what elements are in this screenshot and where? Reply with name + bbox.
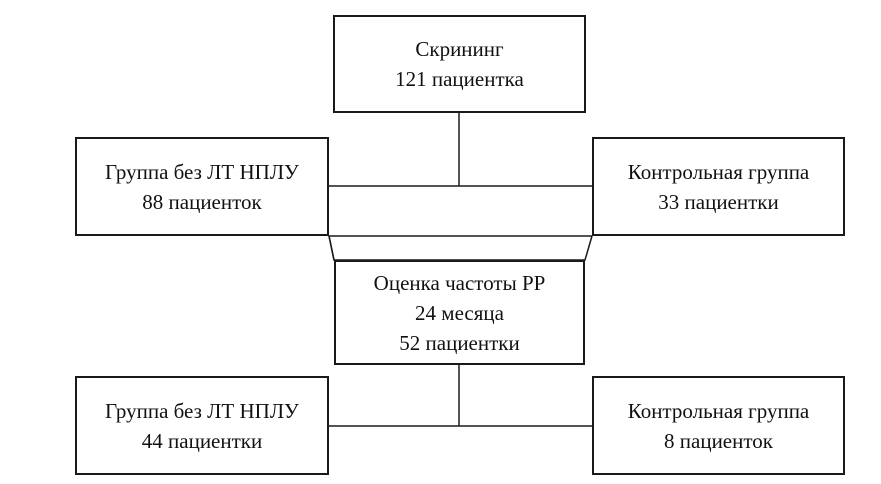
recurrence-evaluation-count: 52 пациентки bbox=[399, 330, 520, 355]
connector-funnel bbox=[328, 235, 593, 261]
followup-group-without-radiotherapy-count: 44 пациентки bbox=[141, 428, 263, 453]
recurrence-evaluation-period: 24 месяца bbox=[415, 300, 504, 325]
screening-box: Скрининг 121 пациентка bbox=[333, 15, 586, 113]
control-group-title: Контрольная группа bbox=[627, 159, 810, 184]
group-without-radiotherapy-box: Группа без ЛТ НПЛУ 88 пациенток bbox=[75, 137, 329, 236]
recurrence-evaluation-box: Оценка частоты РР 24 месяца 52 пациентки bbox=[334, 260, 585, 365]
screening-count: 121 пациентка bbox=[395, 67, 524, 91]
control-group-count: 33 пациентки bbox=[658, 189, 779, 214]
group-without-radiotherapy-count: 88 пациенток bbox=[142, 189, 262, 214]
control-group-box: Контрольная группа 33 пациентки bbox=[592, 137, 845, 236]
recurrence-evaluation-title: Оценка частоты РР bbox=[373, 270, 546, 295]
group-without-radiotherapy-title: Группа без ЛТ НПЛУ bbox=[105, 159, 299, 184]
followup-control-group-box: Контрольная группа 8 пациенток bbox=[592, 376, 845, 475]
followup-control-group-title: Контрольная группа bbox=[627, 398, 810, 423]
followup-group-without-radiotherapy-box: Группа без ЛТ НПЛУ 44 пациентки bbox=[75, 376, 329, 475]
followup-control-group-count: 8 пациенток bbox=[664, 428, 773, 453]
followup-group-without-radiotherapy-title: Группа без ЛТ НПЛУ bbox=[105, 398, 299, 423]
screening-title: Скрининг bbox=[415, 37, 504, 61]
